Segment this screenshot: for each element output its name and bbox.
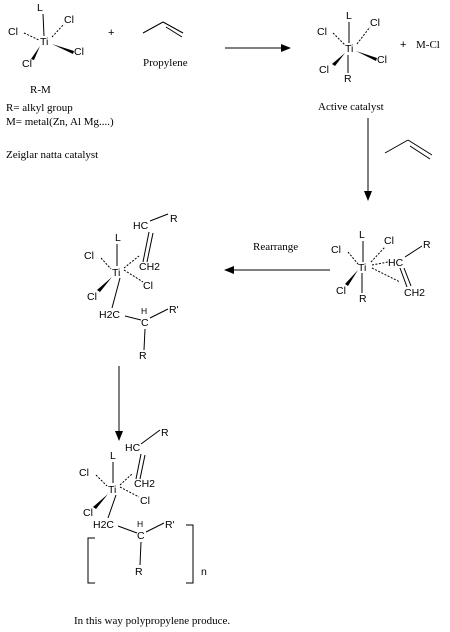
rm-wedge-bond [31, 46, 40, 60]
rm-wedge-bond [52, 44, 74, 54]
pi-ti-atom: Ti [358, 262, 366, 274]
poly-ti-atom: Ti [108, 484, 116, 496]
pi-hc-atom: HC [388, 257, 404, 269]
plus-sign: + [400, 39, 406, 51]
ins1-ti-atom: Ti [112, 267, 120, 279]
mcl-label: M-Cl [416, 39, 440, 51]
ins1-l-atom: L [115, 232, 121, 244]
ins1-rprime-atom: R' [169, 304, 179, 316]
pi-r-atom: R [423, 239, 431, 251]
propylene-label: Propylene [143, 57, 188, 69]
repeat-n-label: n [201, 566, 207, 578]
active-catalyst-complex: Ti L Cl Cl Cl Cl R [317, 10, 387, 85]
right-bracket [186, 524, 194, 584]
catalyst-name: Zeiglar natta catalyst [6, 149, 98, 161]
ins1-cl-atom: Cl [84, 250, 94, 262]
ins1-cl-atom: Cl [143, 280, 153, 292]
ins1-r-atom: R [170, 213, 178, 225]
rm-bond [42, 13, 45, 37]
rm-bond [51, 23, 65, 38]
poly-h2c-atom: H2C [93, 519, 114, 531]
poly-l-atom: L [110, 450, 116, 462]
propylene-molecule [142, 21, 184, 38]
ins1-c-atom: C [141, 317, 149, 329]
propylene-molecule [384, 139, 433, 160]
poly-r-atom: R [161, 427, 169, 439]
poly-cl-atom: Cl [79, 467, 89, 479]
left-bracket [87, 537, 95, 584]
pi-cl-atom: Cl [331, 244, 341, 256]
conclusion-text: In this way polypropylene produce. [74, 615, 230, 627]
ac-cl-atom: Cl [319, 64, 329, 76]
pi-r-atom: R [359, 293, 367, 305]
poly-h-atom: H [137, 519, 143, 529]
ins1-h2c-atom: H2C [99, 309, 120, 321]
rm-ti-atom: Ti [40, 36, 48, 48]
ins1-cl-atom: Cl [87, 291, 97, 303]
ac-cl-atom: Cl [377, 54, 387, 66]
pi-l-atom: L [359, 229, 365, 241]
active-catalyst-label: Active catalyst [318, 101, 384, 113]
poly-r-atom: R [135, 566, 143, 578]
rm-label: R-M [30, 84, 51, 96]
insertion-complex-1: Ti L Cl Cl Cl HC R CH2 H2C H C R' R [84, 213, 179, 362]
m-definition: M= metal(Zn, Al Mg....) [6, 116, 114, 128]
poly-c-atom: C [137, 530, 145, 542]
poly-cl-atom: Cl [83, 507, 93, 519]
polymer-complex: Ti L Cl Cl Cl HC R CH2 H2C H C R' R n [79, 427, 207, 584]
poly-hc-atom: HC [125, 442, 141, 454]
rm-cl-atom: Cl [22, 58, 32, 70]
poly-cl-atom: Cl [140, 495, 150, 507]
r-definition: R= alkyl group [6, 102, 73, 114]
pi-cl-atom: Cl [384, 235, 394, 247]
ac-l-atom: L [346, 10, 352, 22]
plus-sign: + [108, 27, 114, 39]
rm-complex: Ti L Cl Cl Cl Cl R-M [8, 2, 84, 96]
rm-cl-atom: Cl [74, 46, 84, 58]
rm-l-atom: L [37, 2, 43, 14]
rearrange-label: Rearrange [253, 241, 298, 253]
ac-ti-atom: Ti [345, 43, 353, 55]
pi-cl-atom: Cl [336, 285, 346, 297]
rm-cl-atom: Cl [8, 26, 18, 38]
ins1-ch2-atom: CH2 [139, 261, 160, 273]
poly-ch2-atom: CH2 [134, 478, 155, 490]
ins1-h-atom: H [141, 306, 147, 316]
rm-bond [23, 32, 40, 41]
ins1-r-atom: R [139, 350, 147, 362]
ins1-hc-atom: HC [133, 220, 149, 232]
pi-complex: Ti L Cl Cl Cl R HC R CH2 [331, 229, 431, 305]
poly-rprime-atom: R' [165, 519, 175, 531]
pi-ch2-atom: CH2 [404, 287, 425, 299]
ac-cl-atom: Cl [370, 17, 380, 29]
ac-cl-atom: Cl [317, 26, 327, 38]
ac-r-atom: R [344, 73, 352, 85]
rm-cl-atom: Cl [64, 14, 74, 26]
